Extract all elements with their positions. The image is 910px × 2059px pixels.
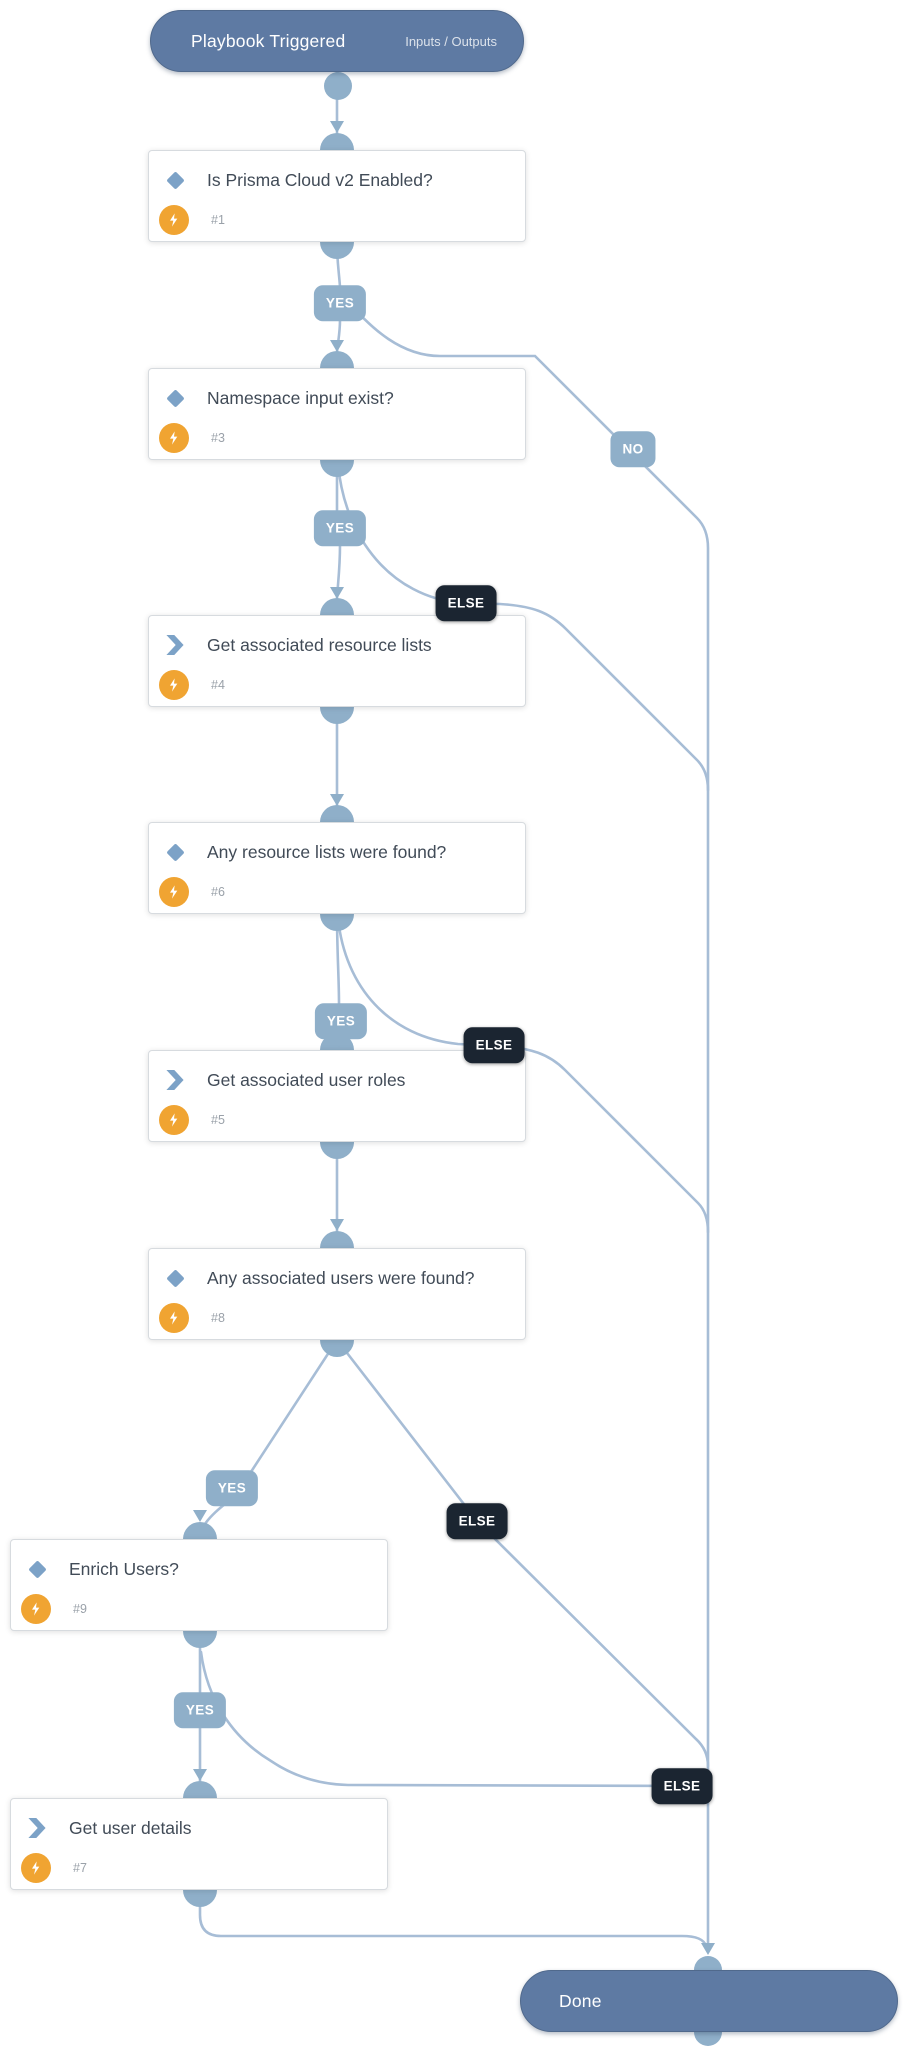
branch-badge-yes-5: YES [173,1692,227,1728]
arrow-icon [701,1943,715,1955]
edge-else4 [199,1650,702,1788]
automation-lightning-icon [21,1853,51,1883]
start-node-playbook-triggered[interactable]: Playbook Triggered Inputs / Outputs [150,10,524,72]
task-node-any-associated-users-were-found[interactable]: Any associated users were found? #8 [148,1248,526,1340]
task-title: Any resource lists were found? [207,841,447,862]
task-number: #1 [211,213,225,227]
automation-lightning-icon [159,877,189,907]
action-chevron-icon [163,633,187,657]
inputs-outputs-link[interactable]: Inputs / Outputs [405,33,497,49]
arrow-icon [330,121,344,133]
automation-lightning-icon [21,1594,51,1624]
automation-lightning-icon [159,205,189,235]
branch-badge-no-1: NO [610,431,656,467]
edge-lines [198,70,710,1950]
automation-lightning-icon [159,1105,189,1135]
task-number: #3 [211,431,225,445]
automation-lightning-icon [159,670,189,700]
branch-badge-else-4: ELSE [651,1768,713,1804]
arrow-icon [330,587,344,599]
branch-badge-else-1: ELSE [435,585,497,621]
edge-no-rail [343,296,710,1950]
task-node-is-prisma-cloud-v2-enabled[interactable]: Is Prisma Cloud v2 Enabled? #1 [148,150,526,242]
condition-icon [163,840,187,864]
done-node[interactable]: Done [520,1970,898,2032]
task-title: Get associated user roles [207,1069,406,1090]
condition-icon [163,386,187,410]
task-node-get-user-details[interactable]: Get user details #7 [10,1798,388,1890]
edge-else3 [335,1338,710,1768]
branch-badge-yes-2: YES [313,510,367,546]
task-number: #8 [211,1311,225,1325]
branch-badge-else-2: ELSE [463,1027,525,1063]
task-title: Enrich Users? [69,1558,179,1579]
condition-icon [163,1266,187,1290]
task-node-any-resource-lists-were-found[interactable]: Any resource lists were found? #6 [148,822,526,914]
task-number: #5 [211,1113,225,1127]
task-number: #6 [211,885,225,899]
branch-badge-yes-1: YES [313,285,367,321]
task-title: Is Prisma Cloud v2 Enabled? [207,169,433,190]
task-title: Get associated resource lists [207,634,432,655]
condition-icon [163,168,187,192]
edge-task8-to-yes [245,1338,339,1480]
task-title: Namespace input exist? [207,387,394,408]
start-node-label: Playbook Triggered [191,30,346,51]
task-node-get-associated-resource-lists[interactable]: Get associated resource lists #4 [148,615,526,707]
task-node-namespace-input-exist[interactable]: Namespace input exist? #3 [148,368,526,460]
arrow-icon [332,1036,346,1048]
task-title: Any associated users were found? [207,1267,475,1288]
branch-badge-yes-3: YES [314,1003,368,1039]
automation-lightning-icon [159,1303,189,1333]
task-node-enrich-users[interactable]: Enrich Users? #9 [10,1539,388,1631]
arrow-icon [330,794,344,806]
arrow-icon [193,1510,207,1522]
arrow-icon [330,1219,344,1231]
action-chevron-icon [25,1816,49,1840]
condition-icon [25,1557,49,1581]
task-node-get-associated-user-roles[interactable]: Get associated user roles #5 [148,1050,526,1142]
task-number: #7 [73,1861,87,1875]
task-title: Get user details [69,1817,192,1838]
task-number: #4 [211,678,225,692]
connector [324,72,352,100]
task-number: #9 [73,1602,87,1616]
branch-badge-else-3: ELSE [446,1503,508,1539]
automation-lightning-icon [159,423,189,453]
arrow-icon [330,340,344,352]
done-node-label: Done [559,1990,602,2011]
arrow-icon [193,1769,207,1781]
action-chevron-icon [163,1068,187,1092]
branch-badge-yes-4: YES [205,1470,259,1506]
edge-task7-to-done [198,1888,708,1948]
